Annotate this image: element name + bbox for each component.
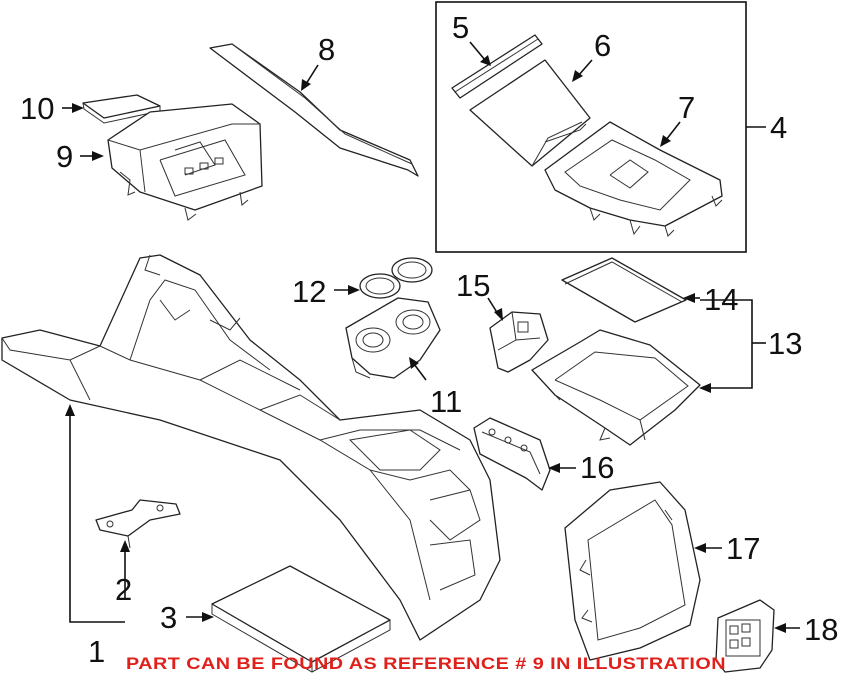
part-12-ring[interactable] [359,257,433,299]
callout-6: 6 [594,28,611,63]
part-17-frame[interactable] [564,481,701,661]
part-1-console-housing[interactable] [1,254,501,641]
part-8-trim-strip[interactable] [209,43,419,177]
group-4-inset-box [435,1,747,253]
callout-1: 1 [88,634,105,669]
part-7-bezel[interactable] [544,121,723,237]
callout-4: 4 [770,110,787,145]
part-9-control-module[interactable] [107,103,263,221]
callout-10: 10 [20,91,54,126]
callout-15: 15 [456,268,490,303]
callout-numbers: 1 2 3 4 5 6 7 8 9 10 11 12 13 14 15 16 1… [20,10,838,669]
callout-2: 2 [115,572,132,607]
part-16-bracket[interactable] [473,417,551,491]
part-18-switch-panel[interactable] [715,599,775,673]
callout-11: 11 [430,384,462,419]
callout-18: 18 [804,612,838,647]
part-11-cup-holder[interactable] [345,297,441,379]
part-13-storage-tray[interactable] [531,329,701,446]
callout-5: 5 [452,10,469,45]
part-2-bracket[interactable] [95,499,181,549]
part-5-strip[interactable] [451,34,543,99]
callout-16: 16 [580,450,614,485]
part-6-mat[interactable] [469,59,591,167]
callout-3: 3 [160,600,177,635]
callout-7: 7 [678,90,695,125]
callout-17: 17 [726,531,760,566]
callout-13: 13 [768,326,802,361]
part-15-bracket[interactable] [489,311,549,373]
part-3-pad[interactable] [211,565,391,673]
reference-note: PART CAN BE FOUND AS REFERENCE # 9 IN IL… [126,654,726,673]
callout-9: 9 [56,139,73,174]
callout-8: 8 [318,32,335,67]
callout-12: 12 [292,274,326,309]
leader-lines [62,41,800,633]
part-14-mat[interactable] [561,257,687,323]
part-10-pad[interactable] [82,94,161,124]
callout-14: 14 [704,282,738,317]
